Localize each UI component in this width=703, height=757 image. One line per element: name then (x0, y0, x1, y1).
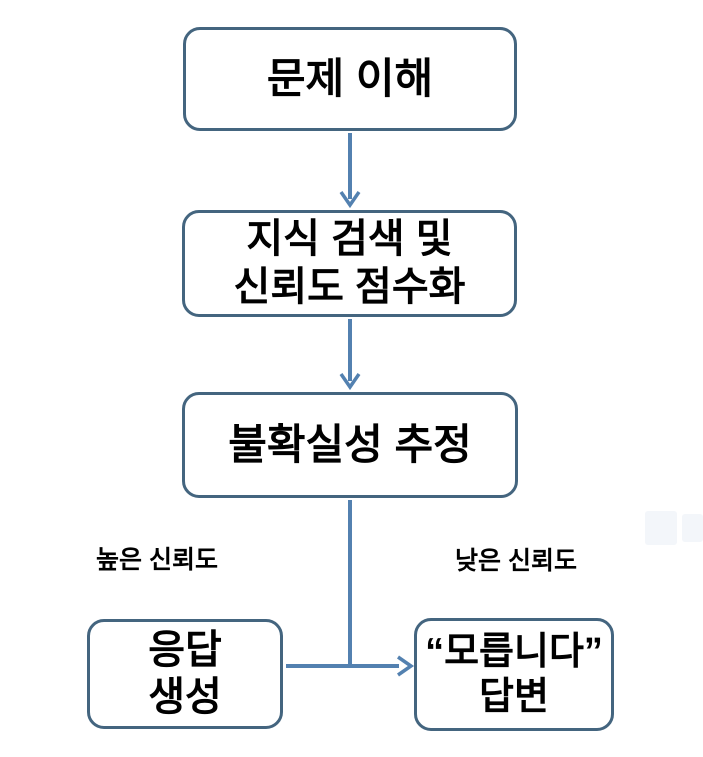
node-dont-know-answer: “모릅니다” 답변 (414, 618, 614, 731)
branch-label-high-confidence: 높은 신뢰도 (96, 546, 218, 574)
arrow-branch-to-refuse (286, 655, 415, 677)
faint-watermark-artifact (645, 511, 677, 545)
node-knowledge-retrieval-scoring: 지식 검색 및 신뢰도 점수화 (182, 210, 517, 317)
node-uncertainty-estimation: 불확실성 추정 (182, 392, 518, 498)
arrow-retrieval-to-uncertainty (339, 319, 361, 391)
faint-watermark-artifact (682, 514, 703, 542)
node-response-generation: 응답 생성 (87, 619, 283, 729)
branch-label-low-confidence: 낮은 신뢰도 (455, 547, 577, 575)
arrow-problem-to-retrieval (339, 133, 361, 209)
node-problem-understanding: 문제 이해 (183, 27, 517, 131)
